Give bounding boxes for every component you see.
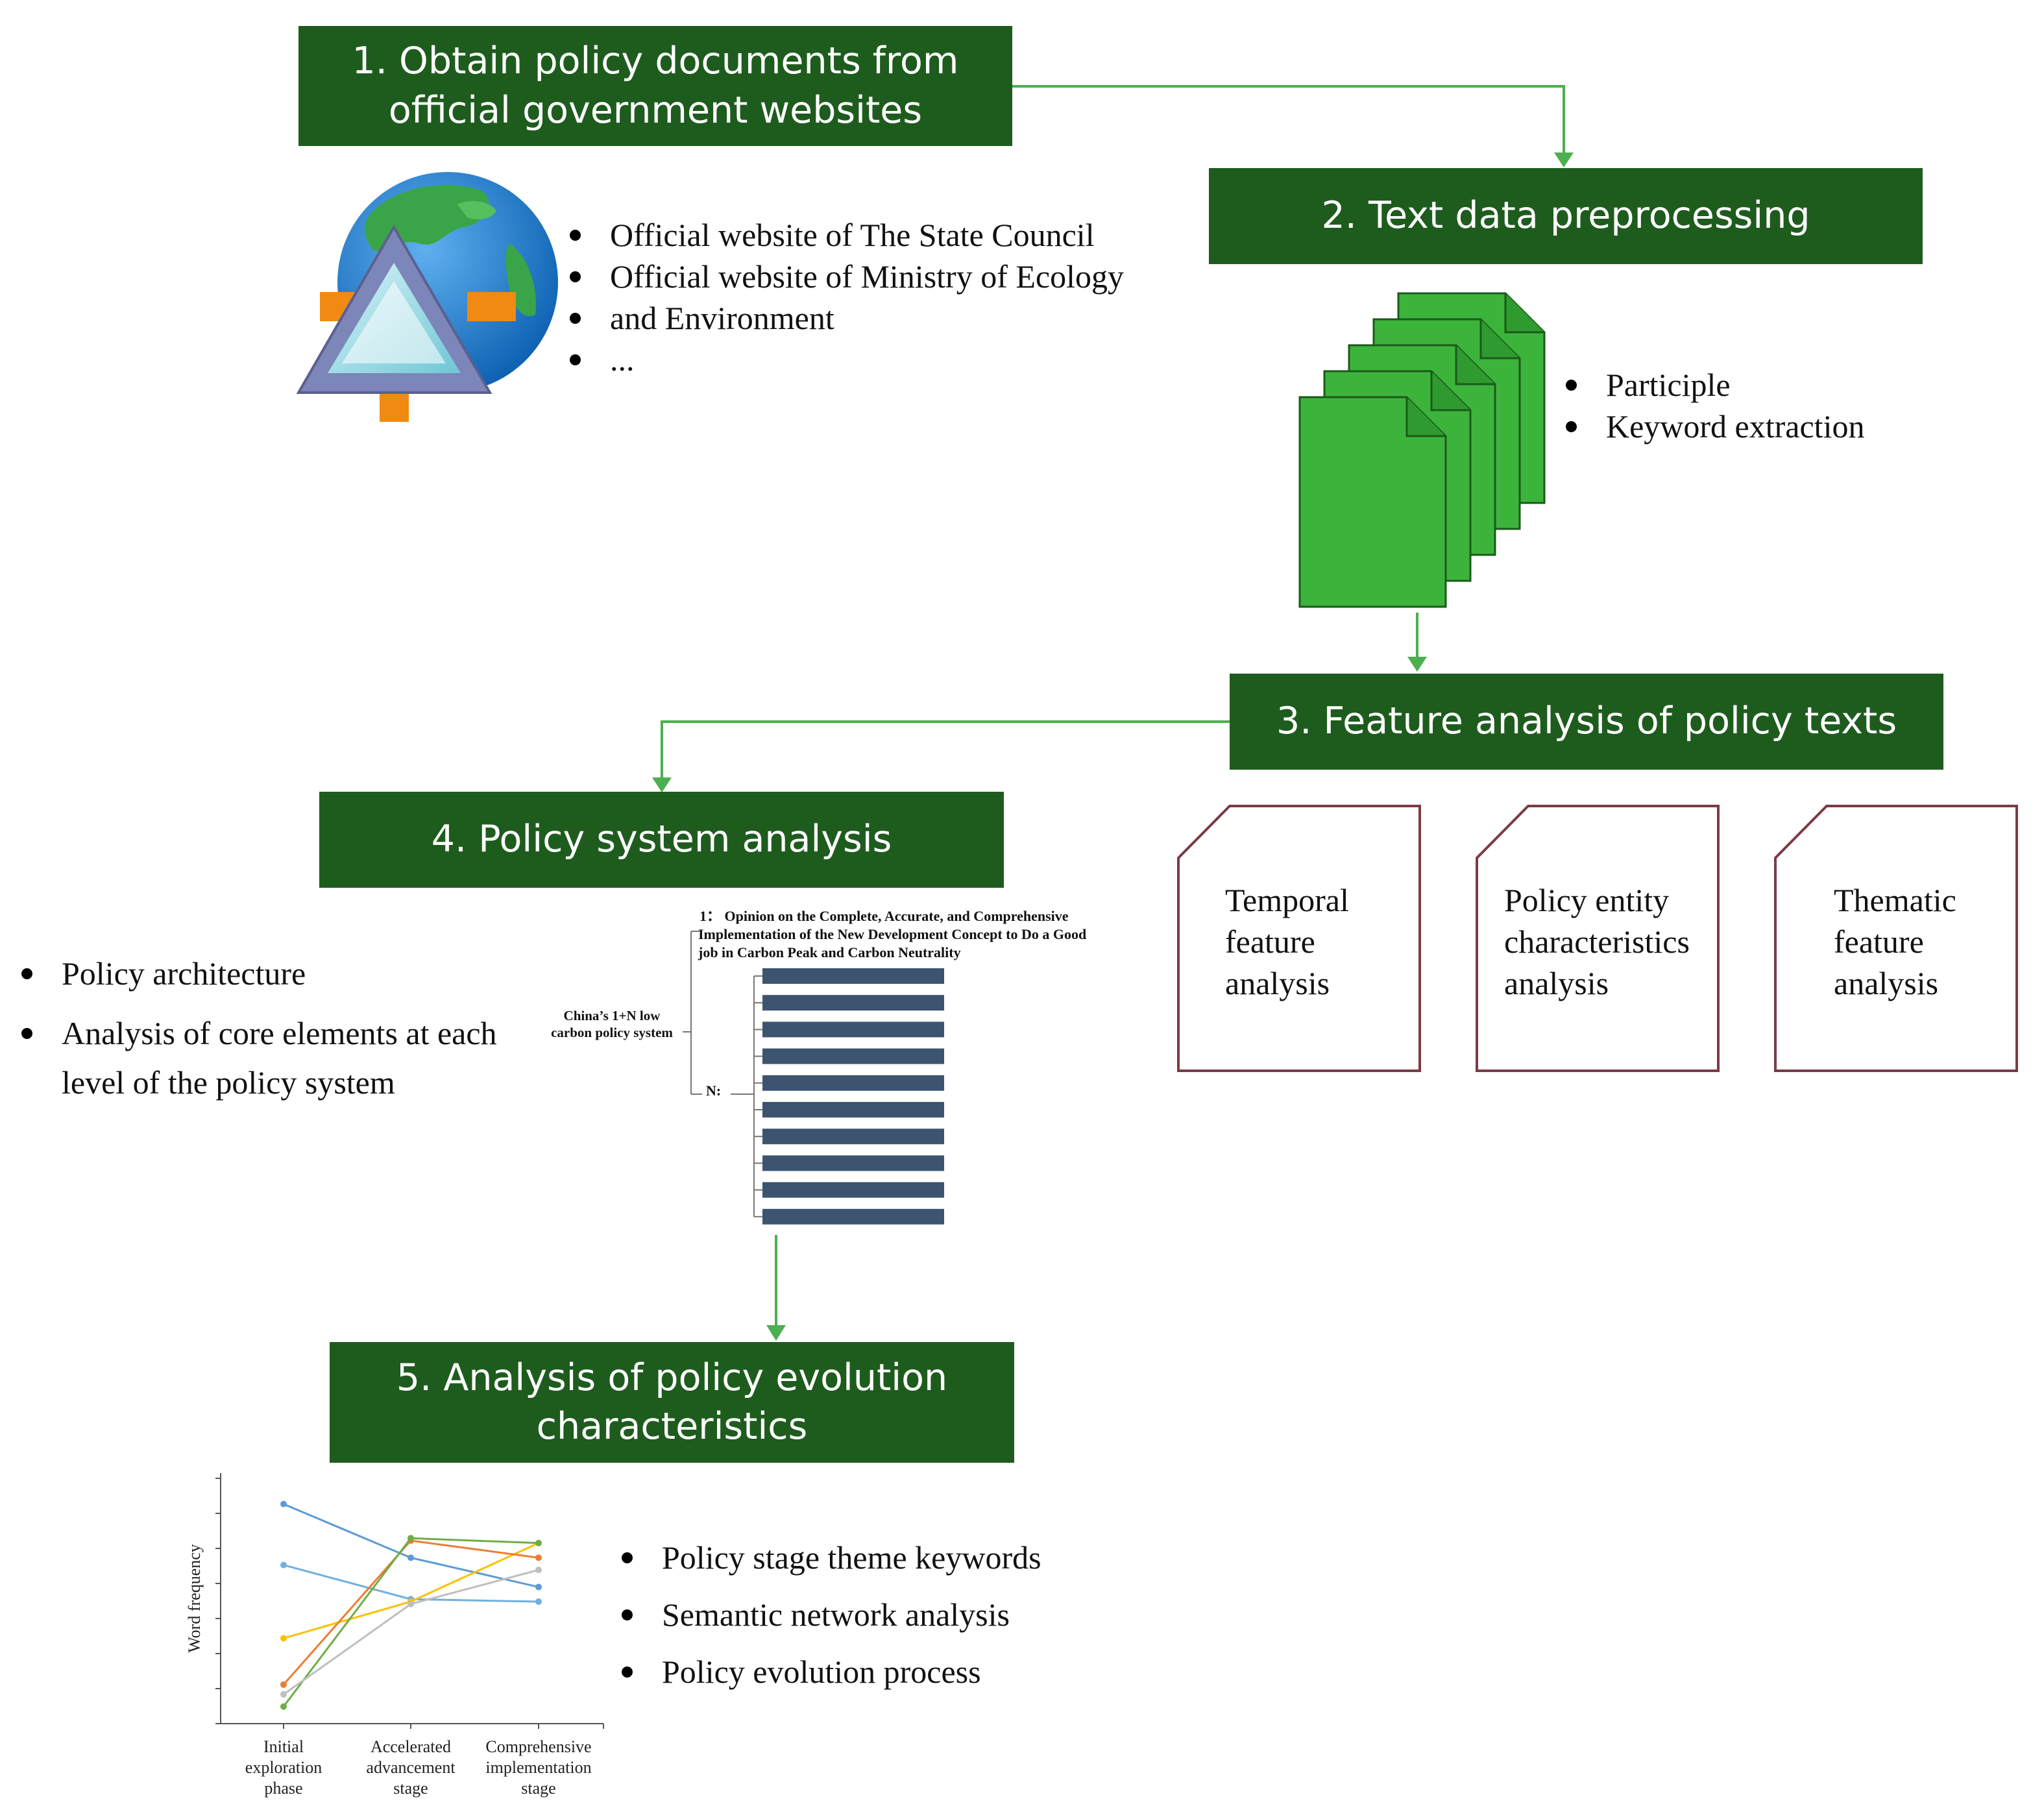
evolution-item: Semantic network analysis (616, 1586, 1136, 1643)
document-stack-icon (1298, 292, 1546, 608)
temporal-feature-card: Temporal feature analysis (1225, 882, 1349, 1001)
arrowhead-step2 (1554, 153, 1574, 167)
arrowhead-step4 (652, 777, 672, 792)
step2-title: 2. Text data preprocessing (1321, 194, 1810, 238)
step1-title-line2: official government websites (388, 88, 923, 132)
structure-n-label: N: (706, 1082, 722, 1099)
arrowhead-step3 (1407, 657, 1427, 672)
globe-network-icon (296, 172, 558, 422)
step4-header: 4. Policy system analysis (319, 792, 1004, 888)
policy-system-item: Policy architecture (16, 949, 535, 998)
preprocessing-list: Participle Keyword extraction (1561, 364, 2015, 447)
source-item: Official website of The State Council (565, 214, 1213, 256)
arrow-step3-to-step4 (661, 720, 1230, 784)
source-item: ... (565, 339, 1213, 380)
evolution-list: Policy stage theme keywords Semantic net… (616, 1529, 1136, 1700)
arrow-step1-to-step2 (1012, 85, 1565, 162)
step5-header: 5. Analysis of policy evolution characte… (330, 1342, 1014, 1463)
step1-title-line1: 1. Obtain policy documents from (352, 40, 959, 83)
step5-title-line1: 5. Analysis of policy evolution (396, 1356, 948, 1399)
structure-root-label: China’s 1+N low carbon policy system (551, 1008, 673, 1040)
source-item-continuation: and Environment (565, 297, 1213, 339)
evolution-item: Policy stage theme keywords (616, 1529, 1136, 1586)
step3-header: 3. Feature analysis of policy texts (1230, 674, 1943, 770)
source-item: Official website of Ministry of Ecology (565, 256, 1213, 297)
preprocessing-item: Participle (1561, 364, 2015, 406)
source-website-list: Official website of The State Council Of… (565, 214, 1213, 380)
step4-title: 4. Policy system analysis (431, 818, 892, 861)
step2-header: 2. Text data preprocessing (1209, 168, 1923, 264)
evolution-item: Policy evolution process (616, 1643, 1136, 1700)
entity-feature-card: Policy entity characteristics analysis (1504, 882, 1690, 1001)
step5-title-line2: characteristics (536, 1405, 808, 1448)
step1-header: 1. Obtain policy documents from official… (298, 26, 1012, 146)
preprocessing-item: Keyword extraction (1561, 406, 2015, 447)
step3-title: 3. Feature analysis of policy texts (1276, 700, 1897, 743)
thematic-feature-card: Thematic feature analysis (1834, 882, 1956, 1001)
arrowhead-step5 (766, 1325, 786, 1341)
structure-one-label: 1： Opinion on the Complete, Accurate, an… (698, 908, 1087, 960)
policy-system-list: Policy architecture Analysis of core ele… (16, 949, 535, 1118)
